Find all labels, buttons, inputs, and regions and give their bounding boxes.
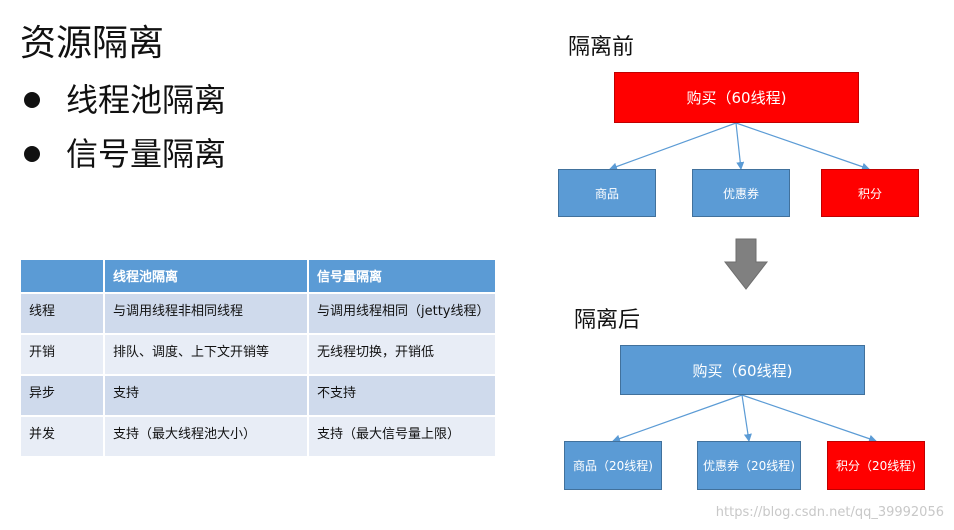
table-cell: 与调用线程非相同线程 — [103, 292, 309, 335]
after-label: 隔离后 — [574, 308, 641, 333]
comparison-table: 线程池隔离 信号量隔离 线程 与调用线程非相同线程 与调用线程相同（jetty线… — [19, 258, 497, 458]
table-header-cell: 线程池隔离 — [103, 258, 309, 294]
edge-after-points — [741, 394, 877, 443]
edge-after-products — [612, 394, 743, 443]
table-cell: 开销 — [19, 333, 105, 376]
bullet-text: 线程池隔离 — [66, 81, 227, 119]
before-child-coupon: 优惠券 — [692, 169, 790, 217]
table-cell: 支持 — [103, 374, 309, 417]
table-row: 线程 与调用线程非相同线程 与调用线程相同（jetty线程） — [19, 292, 497, 335]
bullet-list: 线程池隔离 信号量隔离 — [20, 80, 226, 188]
edge-before-coupon — [735, 122, 745, 170]
table-cell: 与调用线程相同（jetty线程） — [307, 292, 497, 335]
bullet-item: 信号量隔离 — [20, 134, 226, 174]
table-row: 并发 支持（最大线程池大小） 支持（最大信号量上限） — [19, 415, 497, 458]
table-cell: 无线程切换，开销低 — [307, 333, 497, 376]
after-child-points: 积分（20线程) — [827, 441, 925, 490]
watermark: https://blog.csdn.net/qq_39992056 — [715, 505, 944, 520]
edge-before-products — [609, 122, 737, 171]
table-cell: 异步 — [19, 374, 105, 417]
before-label: 隔离前 — [568, 35, 635, 60]
before-child-products: 商品 — [558, 169, 656, 217]
after-root-box: 购买（60线程) — [620, 345, 865, 395]
edge-before-points — [735, 122, 870, 171]
after-child-coupon: 优惠券（20线程) — [697, 441, 801, 490]
table-row: 开销 排队、调度、上下文开销等 无线程切换，开销低 — [19, 333, 497, 376]
down-arrow-icon — [723, 238, 769, 290]
page-title: 资源隔离 — [20, 23, 165, 64]
bullet-item: 线程池隔离 — [20, 80, 226, 120]
bullet-dot-icon — [24, 146, 40, 162]
table-row: 异步 支持 不支持 — [19, 374, 497, 417]
bullet-text: 信号量隔离 — [66, 135, 227, 173]
table-cell: 支持（最大线程池大小） — [103, 415, 309, 458]
table-cell: 支持（最大信号量上限） — [307, 415, 497, 458]
table-header-cell — [19, 258, 105, 294]
before-child-points: 积分 — [821, 169, 919, 217]
edge-after-coupon — [741, 394, 752, 442]
table-header-cell: 信号量隔离 — [307, 258, 497, 294]
table-cell: 线程 — [19, 292, 105, 335]
table-header-row: 线程池隔离 信号量隔离 — [19, 258, 497, 294]
after-child-products: 商品（20线程) — [564, 441, 662, 490]
table-cell: 不支持 — [307, 374, 497, 417]
before-root-box: 购买（60线程) — [614, 72, 859, 123]
table-cell: 并发 — [19, 415, 105, 458]
bullet-dot-icon — [24, 92, 40, 108]
table-cell: 排队、调度、上下文开销等 — [103, 333, 309, 376]
